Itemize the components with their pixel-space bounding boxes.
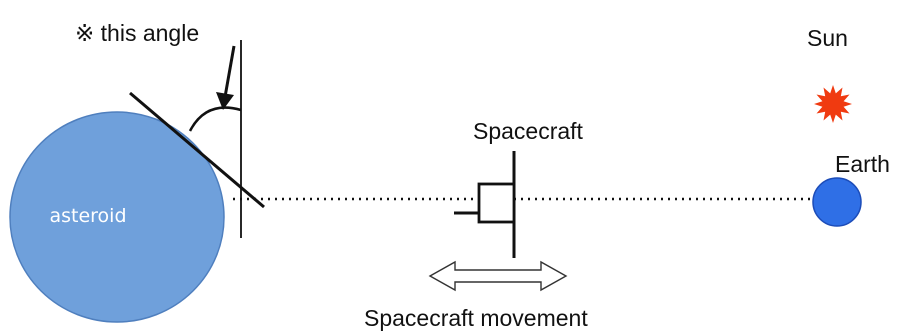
spacecraft-body <box>477 182 516 224</box>
angle-pointer-arrow-head <box>216 92 234 110</box>
asteroid-label: asteroid <box>49 205 126 227</box>
angle-pointer-arrow-shaft <box>223 45 236 98</box>
sun-icon <box>814 85 852 123</box>
asteroid <box>9 111 225 323</box>
movement-double-arrow <box>428 260 568 292</box>
sun-core <box>823 94 843 114</box>
movement-label: Spacecraft movement <box>364 305 588 331</box>
spacecraft <box>454 151 516 258</box>
sun-label: Sun <box>807 25 848 51</box>
earth <box>812 177 862 227</box>
angle-arc <box>188 106 242 132</box>
spacecraft-label: Spacecraft <box>473 118 584 144</box>
earth-label: Earth <box>835 151 890 177</box>
angle-note-label: ※ this angle <box>75 20 199 46</box>
